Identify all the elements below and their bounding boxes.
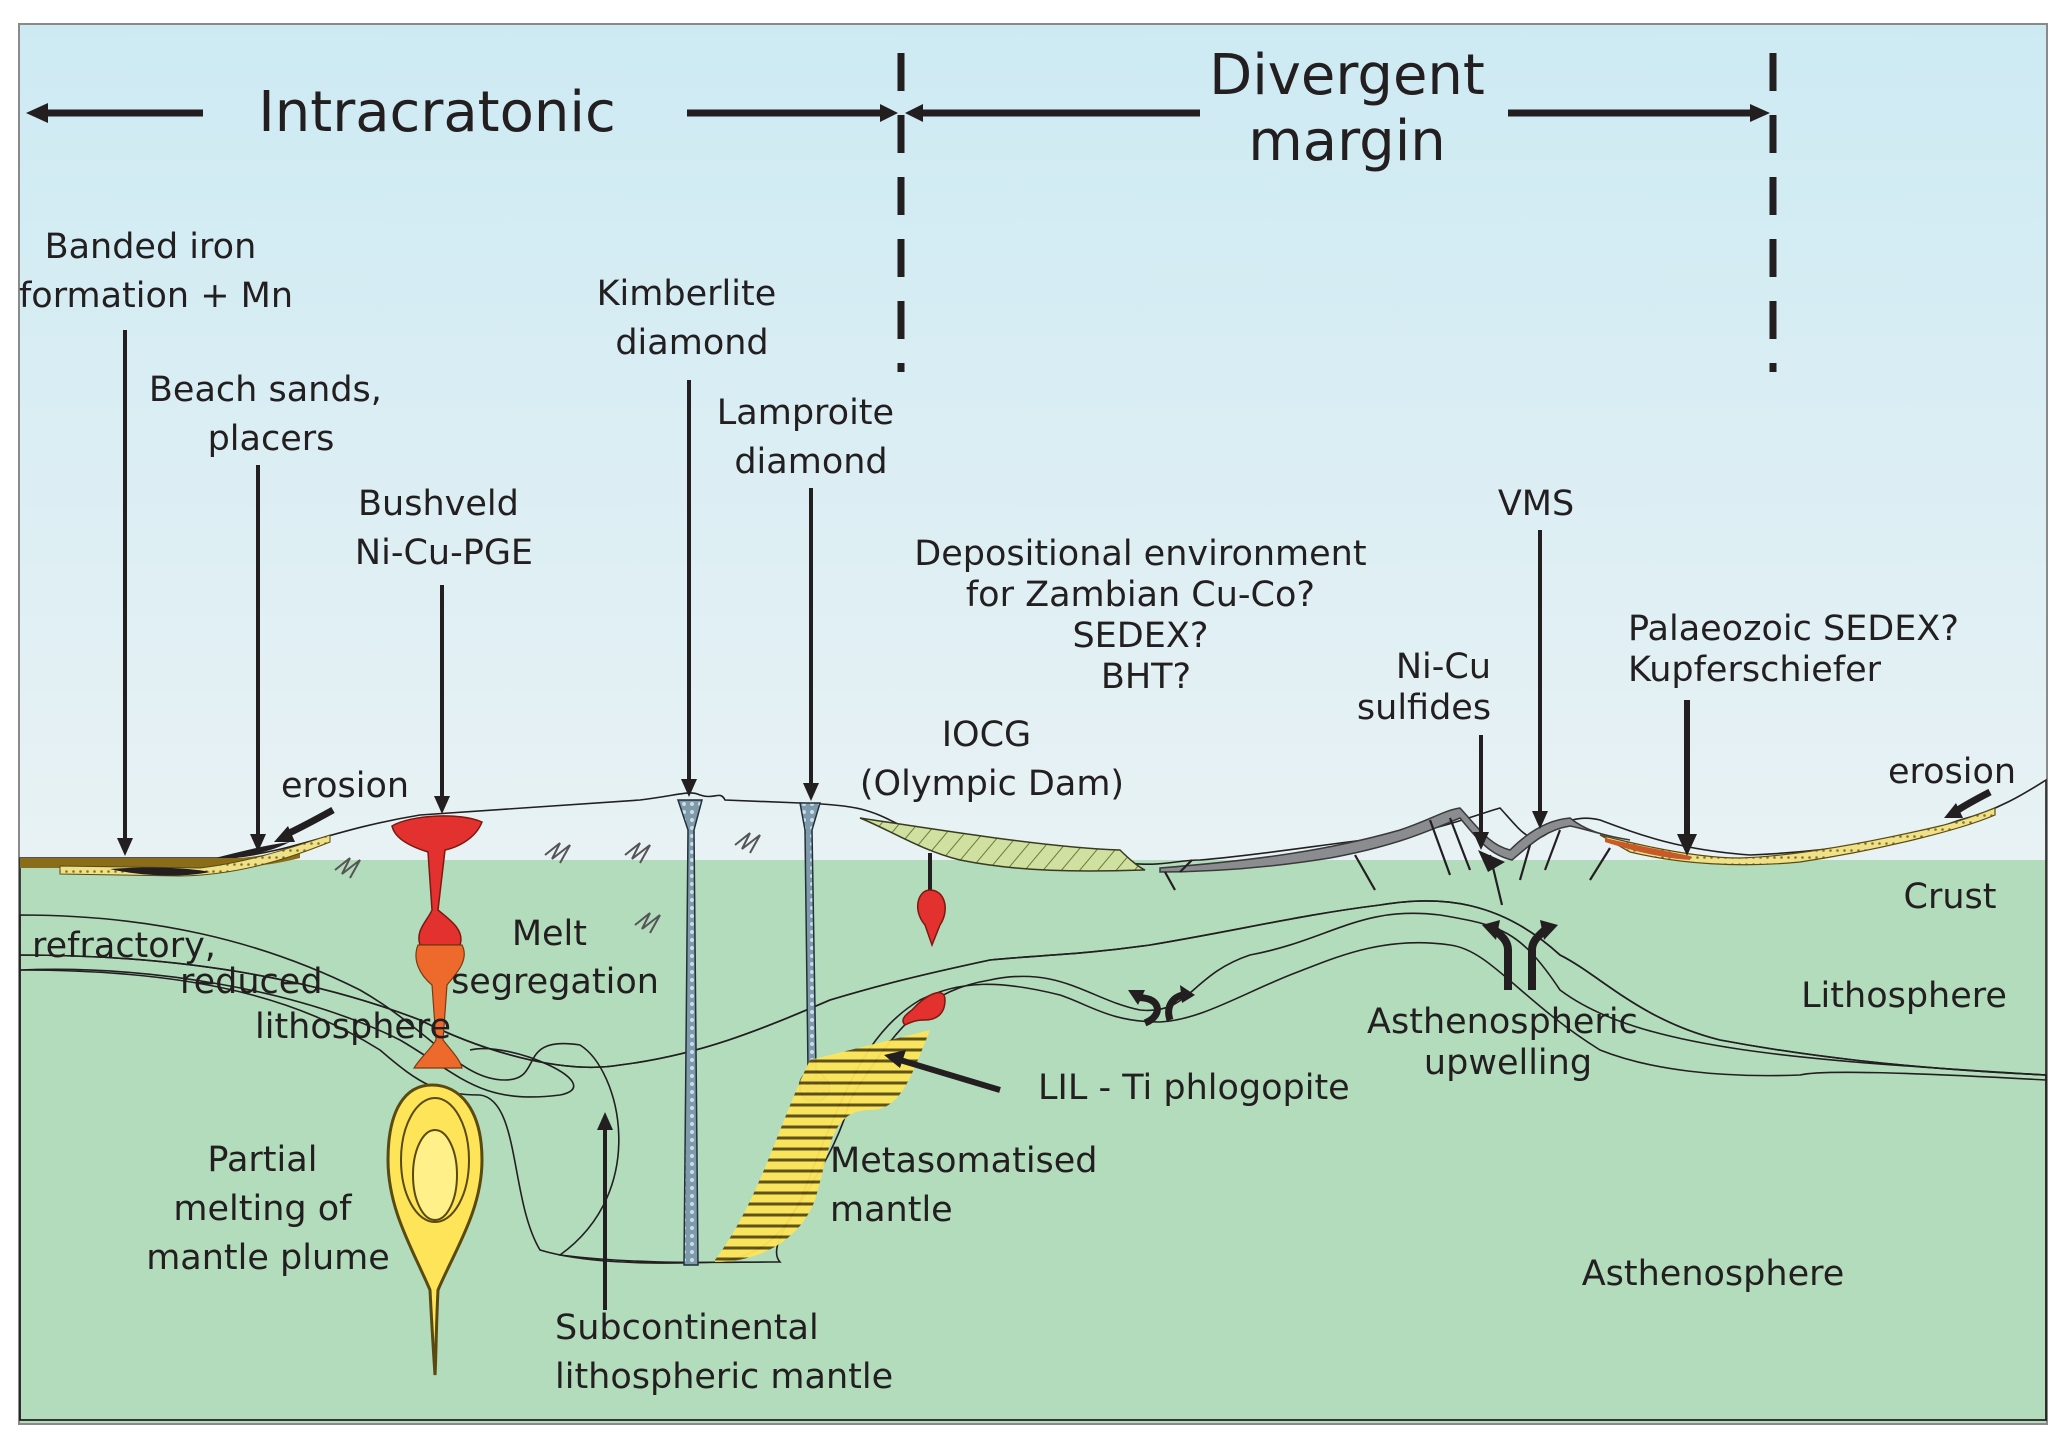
vms-label: VMS	[1498, 484, 1574, 524]
bushveld-feeder	[412, 944, 465, 1069]
iocg-magma-blob	[916, 889, 946, 948]
erosion-label-right: erosion	[1888, 752, 2016, 792]
bushveld-label: Bushveld Ni-Cu-PGE	[355, 484, 533, 573]
melt-segregation-label: Melt segregation	[451, 914, 659, 1002]
bif-black-lens	[110, 867, 210, 876]
asthenosphere-shape	[19, 968, 2047, 1421]
intracratonic-label: Intracratonic	[258, 80, 616, 145]
metasomatised-label: Metasomatised mantle	[830, 1141, 1109, 1230]
partial-melting-label: Partial melting of mantle plume	[146, 1140, 390, 1278]
erosion-label-left: erosion	[281, 766, 409, 806]
erosion-arrowhead-right	[1944, 803, 1963, 818]
vms-volcanic-cover	[1159, 807, 1631, 873]
convection-arrowhead-left	[1128, 990, 1145, 1005]
margin-label: margin	[1248, 109, 1446, 174]
kupferschiefer-red-layer	[1605, 838, 1690, 860]
divergent-label: Divergent	[1209, 43, 1485, 108]
upwelling-arrowhead-right	[1540, 920, 1558, 940]
foliation-symbols	[334, 832, 761, 934]
lil-phlogopite-label: LIL - Ti phlogopite	[1038, 1068, 1350, 1108]
asthenosphere-label: Asthenosphere	[1582, 1254, 1845, 1294]
erosion-arrowhead-left	[274, 826, 295, 842]
plume-ring	[400, 1097, 470, 1223]
refractory-lithosphere-band	[19, 900, 2047, 1264]
mantle-plume	[386, 1083, 484, 1376]
arrowhead-divergent-left	[905, 104, 923, 122]
placer-black-lens	[215, 842, 290, 858]
arrowhead-intracratonic-right	[880, 104, 898, 122]
banded-iron-label: Banded iron formation + Mn	[19, 227, 293, 316]
crust-label: Crust	[1904, 877, 1997, 917]
arrowhead-left	[26, 103, 48, 123]
kimberlite-pipe	[676, 799, 703, 1266]
lithosphere-label: Lithosphere	[1801, 976, 2007, 1016]
kimberlite-label: Kimberlite diamond	[597, 274, 788, 363]
plume-core	[412, 1129, 458, 1221]
deep-magma-blob	[902, 991, 946, 1026]
beach-sand-layer	[59, 834, 331, 877]
convection-arrowhead-right	[1180, 985, 1195, 1003]
deposit-pointers	[117, 330, 1697, 1310]
palaeozoic-basin	[1599, 807, 1996, 866]
upwelling-label: Asthenospheric upwelling	[1367, 1002, 1649, 1083]
bushveld-intrusion	[391, 815, 483, 946]
upwelling-arrowhead-left	[1482, 920, 1500, 940]
subcontinental-label: Subcontinental lithospheric mantle	[555, 1308, 893, 1397]
iocg-sedimentary-basin	[859, 817, 1146, 872]
asthenosphere-layer	[20, 860, 2046, 1423]
arrowhead-divergent-right	[1750, 104, 1770, 122]
rift-faults	[1164, 817, 1611, 906]
iocg-label: IOCG (Olympic Dam)	[860, 715, 1124, 804]
lamproite-label: Lamproite diamond	[717, 393, 905, 482]
zambian-label: Depositional environment for Zambian Cu-…	[914, 534, 1377, 697]
refractory-label: refractory, reduced lithosphere	[32, 926, 451, 1047]
beach-sands-label: Beach sands, placers	[149, 370, 393, 459]
palaeozoic-label: Palaeozoic SEDEX? Kupferschiefer	[1628, 609, 1970, 690]
metasomatised-zone	[715, 1030, 930, 1262]
nicu-label: Ni-Cu sulfides	[1357, 647, 1502, 728]
